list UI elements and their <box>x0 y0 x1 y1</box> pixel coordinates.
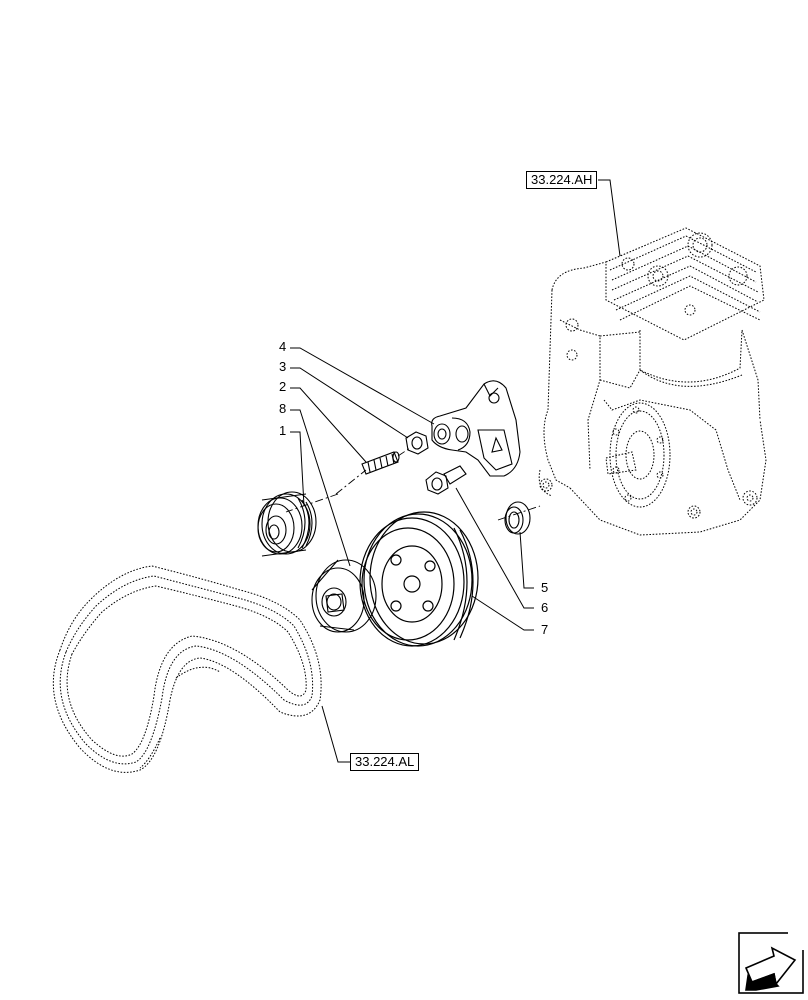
drive-belt <box>52 565 322 773</box>
callout-3: 3 <box>279 359 287 374</box>
callout-leaders <box>290 347 534 631</box>
assembly-lines <box>285 447 541 521</box>
stud <box>361 451 400 475</box>
callout-6: 6 <box>541 600 549 615</box>
idler-pulley <box>311 559 377 633</box>
crank-pulley <box>359 511 479 647</box>
callout-1: 1 <box>279 423 287 438</box>
small-pulley <box>257 491 317 557</box>
nut <box>405 431 429 455</box>
leader-compressor-ref <box>598 179 621 257</box>
leader-belt-ref <box>321 705 352 763</box>
air-compressor <box>538 227 767 536</box>
callout-8: 8 <box>279 401 287 416</box>
callout-5: 5 <box>541 580 549 595</box>
callout-2: 2 <box>279 379 287 394</box>
belt-reference-label[interactable]: 33.224.AL <box>350 753 420 771</box>
callout-4: 4 <box>279 339 287 354</box>
spacer <box>504 501 531 535</box>
bracket <box>431 380 521 477</box>
arrow-icon[interactable] <box>738 931 805 994</box>
compressor-reference-label[interactable]: 33.224.AH <box>526 171 598 189</box>
bolt <box>425 465 467 495</box>
callout-7: 7 <box>541 622 549 637</box>
